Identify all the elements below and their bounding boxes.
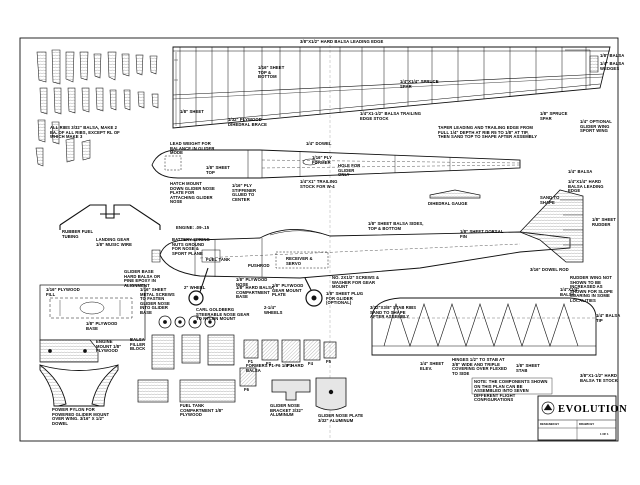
label-ply-former: 1/16" PLY FORMER [312, 155, 332, 165]
label-sheet-top: 1/8" SHEET TOP [206, 165, 230, 175]
label-glider-wing: 1/4" OPTIONAL GLIDER WING SPORT WING [580, 119, 612, 134]
label-pylon: POWER PYLON FOR POWERED GLIDER MOUNT OVE… [52, 407, 110, 426]
label-engine: ENGINE: .09-.15 [176, 225, 210, 230]
label-hatch: HATCH MOUNT DOWN GLIDER NOSE PLATE FOR A… [170, 181, 215, 205]
wheel-collars [158, 315, 216, 329]
label-sheet-metal: 1/16" SHEET METAL SCREWS TO FASTEN GLIDE… [140, 287, 175, 315]
label-spruce-spar: 1/8" SPRUCE SPAR [540, 111, 568, 121]
designer-label: DESIGNED BY [540, 422, 560, 426]
engine-mount [39, 339, 99, 363]
formers [239, 339, 337, 387]
label-dihedral-brace: 1/32" PLYWOOD DIHEDRAL BRACE [228, 117, 268, 127]
label-trailing-edge: 1/4"X1-1/2" BALSA TRAILING EDGE STOCK [360, 111, 422, 121]
fuselage-top-view [151, 149, 521, 179]
compartment-parts [137, 334, 236, 403]
label-battery: BATTERY SPRING NUTS GROUND FOR NOSE & SP… [172, 237, 210, 256]
label-screws: NO. 2X1/2" SCREWS & WASHER FOR GEAR MOUN… [332, 275, 380, 290]
label-ply-gear: 1/8" PLYWOOD GEAR MOUNT PLATE [272, 283, 304, 298]
wing-tip [589, 55, 599, 73]
sheet-number: 1 OF 1 [600, 432, 609, 436]
wing-panel [172, 46, 611, 129]
glider-base-area [39, 284, 146, 341]
label-rudder: 1/8" SHEET RUDDER [592, 217, 616, 227]
former-label: F6 [244, 387, 250, 392]
glider-nose-bracket [271, 379, 311, 401]
label-glider-nose-bracket: GLIDER NOSE BRACKET 3/32" ALUMINUM [270, 403, 304, 418]
label-stab-le: 1/4"X1/4" BALSA [560, 287, 580, 297]
label-landing-gear: LANDING GEAR [96, 237, 130, 242]
dihedral-gauge [429, 189, 481, 199]
fuselage-side-view [151, 229, 571, 279]
drawn-label: DRAWN BY [579, 422, 595, 426]
label-stab-tip: 1/4" BALSA TIP [596, 313, 621, 323]
label-carl-gold: CARL GOLDBERG STEERABLE NOSE GEAR TO NYL… [196, 307, 250, 322]
title-block [537, 395, 617, 441]
label-glider-fill: BALSA FILLER BLOCK [130, 337, 146, 352]
plan-title: EVOLUTION [558, 404, 628, 415]
label-sheet-glider: 1/8" SHEET PLUG FOR GLIDER (OPTIONAL) [326, 291, 364, 306]
note-box [471, 377, 553, 395]
label-dowel: 1/4" DOWEL [306, 141, 332, 146]
label-wheels: 2-1/4" WHEELS [264, 305, 283, 315]
label-dorsal-fin: 1/8" SHEET DORSAL FIN [460, 229, 504, 239]
label-stab-ribs: 3/32"X3/8" STAB RIBS SAND TO SHAPE AFTER… [370, 305, 417, 320]
sheet-border [19, 37, 619, 442]
label-sheet-sides: 1/8" SHEET BALSA SIDES, TOP & BOTTOM [368, 221, 424, 231]
label-sheet-lower: 1/8" SHEET [180, 109, 204, 114]
former-label: F5 [326, 359, 332, 364]
label-sheet-stab: 1/8" SHEET STAB [516, 363, 540, 373]
label-fuel-tank: FUEL TANK [206, 257, 231, 262]
label-balsa-half: 1/4" BALSA [568, 169, 593, 174]
label-tip-wedges: 1/4" BALSA WEDGES [600, 61, 625, 71]
label-leading-edge: 3/8"X1/2" HARD BALSA LEADING EDGE [300, 39, 384, 44]
label-glider-nose-plate: GLIDER NOSE PLATE 3/32" ALUMINUM [318, 413, 364, 423]
label-glider-base: GLIDER BASE HARD BALSA OR PINE EPOXY IN … [124, 269, 161, 288]
label-sheet-top-bottom: 1/16" SHEET TOP & BOTTOM [258, 65, 285, 80]
label-lead-weight: LEAD WEIGHT FOR BALANCE IN GLIDER MODE [170, 141, 215, 156]
label-formers: FORMERS F1-F6 1/8" HARD BALSA [246, 363, 304, 373]
former-label: F4 [308, 361, 314, 366]
label-ply-fill: 1/16" PLYWOOD FILL [46, 287, 80, 297]
label-taper-note: TAPER LEADING AND TRAILING EDGE FROM FUL… [438, 125, 538, 140]
label-ply-stiffener: 1/16" PLY STIFFENER GLUED TO CENTER [232, 183, 257, 202]
former-label: F1 [248, 359, 254, 364]
label-note: NOTE: THE COMPONENTS SHOWN ON THIS PLAN … [474, 379, 548, 403]
label-engine-mount: ENGINE MOUNT 1/8" PLYWOOD [96, 339, 122, 354]
label-hard-balsa-comp: 1/8" HARD BALSA COMPARTMENT BASE [236, 285, 274, 300]
stabilizer [371, 297, 597, 356]
label-hard-balsa-le: 1/4"X1/4" HARD BALSA LEADING EDGE [568, 179, 604, 194]
label-fuel-tank-compartment: FUEL TANK COMPARTMENT 1/8" PLYWOOD [180, 403, 224, 418]
label-pushrod: PUSHROD [248, 263, 270, 268]
label-music-wire: 1/8" MUSIC WIRE [96, 242, 133, 247]
label-elev-sheet: 1/4" SHEET ELEV. [420, 361, 444, 371]
wing-ribs [35, 49, 159, 167]
label-sheet-stock: 1/4"X1" TRAILING STOCK FOR W-4 [300, 179, 338, 189]
label-hole-glider: HOLE FOR GLIDER ONLY [338, 163, 361, 178]
label-sand-shape: SAND TO SHAPE [540, 195, 560, 205]
fin-rudder [519, 189, 584, 263]
label-wheel: 2" WHEEL [184, 285, 206, 290]
label-hinges: HINGES 1/2" TO STAB AT 3/8" WIDE AND TRI… [452, 357, 508, 376]
label-ply-nose: 1/8" PLYWOOD NOSE [236, 277, 268, 287]
label-te-stock: 3/8"X1-1/2" HARD BALSA TE STOCK [580, 373, 618, 383]
label-tip-balsa: 1/8" BALSA [600, 53, 625, 58]
landing-gear [59, 204, 161, 230]
label-receiver: RECEIVER & SERVO [286, 256, 313, 266]
power-pylon [39, 364, 119, 407]
label-spar: 1/4"X1/4" SPRUCE SPAR [400, 79, 439, 89]
label-rubber-fuel: RUBBER FUEL TUBING [62, 229, 94, 239]
former-label: F3 [287, 363, 293, 368]
label-ply-base: 1/8" PLYWOOD BASE [86, 321, 118, 331]
glider-nose-plate [315, 377, 347, 411]
label-dowel-3-16: 3/16" DOWEL ROD [530, 267, 569, 272]
label-dihedral-gauge: DIHEDRAL GAUGE [428, 201, 468, 206]
former-label: F2 [266, 361, 272, 366]
label-ribs-note: ALL RIBS 3/32" BALSA, MAKE 2 EA. OF ALL … [50, 125, 120, 140]
wheels [188, 267, 323, 307]
label-rudder-horn: RUDDER WING NOT SHOWN TO BE INCREASED AS… [570, 275, 613, 303]
